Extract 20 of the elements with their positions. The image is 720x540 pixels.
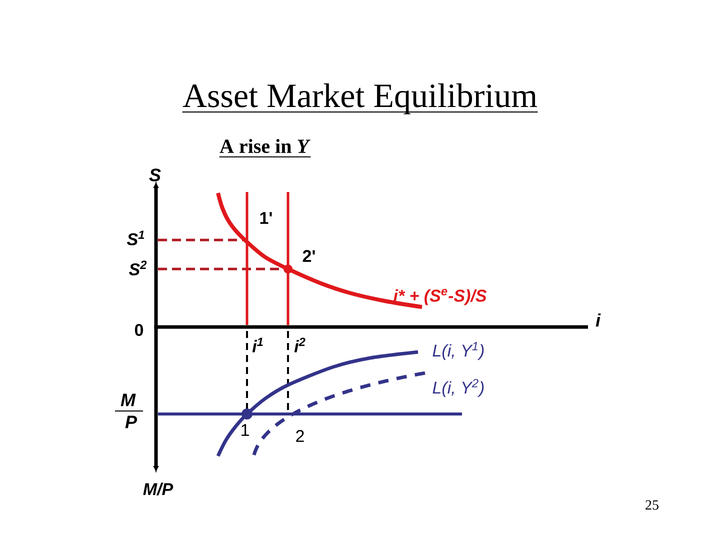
axis-label: S	[149, 168, 161, 182]
point-label: 2	[296, 430, 304, 442]
tick-label: M	[120, 394, 136, 406]
tick-label: i$^{1}$	[252, 338, 263, 352]
point-label: 1'	[260, 212, 272, 224]
tick-label: 0	[134, 324, 144, 336]
tick-label: i$^{2}$	[294, 338, 306, 352]
title: Asset Market Equilibrium	[182, 83, 538, 114]
curve-label: L(i, Y$^{2}$)	[432, 378, 484, 398]
axis-label: i	[596, 313, 601, 327]
curve-label: L(i, Y$^{1}$)	[432, 342, 484, 360]
tick-label: S$^{1}$	[126, 230, 144, 246]
page-number: 25	[646, 500, 658, 510]
tick-label: S$^{2}$	[128, 260, 147, 276]
axis-label: M/P	[143, 482, 174, 496]
tick-label: P	[125, 416, 138, 428]
point-label: 2'	[302, 250, 315, 262]
point-label: 1	[242, 424, 249, 436]
curve-label: i* + (S$^{e}$-S)/S	[394, 288, 487, 306]
subtitle: A rise in Y	[218, 138, 312, 158]
